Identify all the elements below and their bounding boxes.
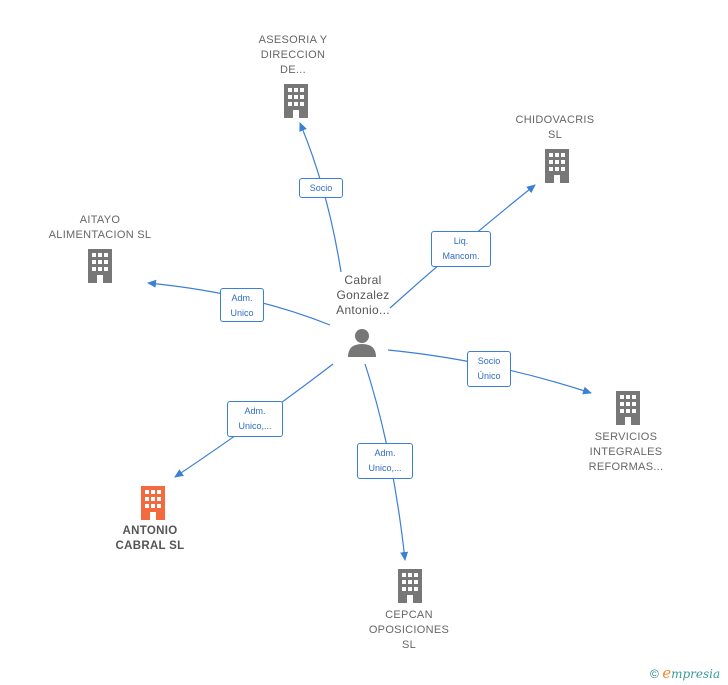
center-person-name[interactable]: Cabral Gonzalez Antonio...	[336, 273, 390, 317]
company-name-servicios[interactable]: SERVICIOS INTEGRALES REFORMAS...	[588, 431, 664, 473]
building-icon[interactable]	[282, 84, 310, 118]
person-icon[interactable]	[346, 328, 378, 358]
relation-label-antonio: Adm. Unico,...	[227, 401, 283, 437]
relation-label-chidovacris: Liq. Mancom.	[431, 231, 491, 267]
building-icon[interactable]	[86, 249, 114, 283]
brand-initial: e	[662, 664, 672, 682]
building-icon[interactable]	[543, 149, 571, 183]
relation-label-servicios: Socio Único	[467, 351, 511, 387]
building-icon[interactable]	[139, 486, 167, 520]
company-name-cepcan[interactable]: CEPCAN OPOSICIONES SL	[368, 609, 450, 651]
building-icon[interactable]	[614, 391, 642, 425]
brand-rest: mpresia	[671, 667, 721, 681]
company-name-asesoria[interactable]: ASESORIA Y DIRECCION DE...	[258, 34, 328, 76]
relation-label-aitayo: Adm. Unico	[220, 288, 264, 322]
relation-label-asesoria: Socio	[299, 178, 343, 198]
company-name-chidovacris[interactable]: CHIDOVACRIS SL	[515, 114, 595, 141]
company-name-aitayo[interactable]: AITAYO ALIMENTACION SL	[48, 214, 152, 241]
brand-watermark: © empresia	[650, 664, 720, 682]
copyright-icon: ©	[650, 667, 659, 681]
building-icon[interactable]	[396, 569, 424, 603]
company-name-antonio[interactable]: ANTONIO CABRAL SL	[115, 525, 185, 552]
relation-label-cepcan: Adm. Unico,...	[357, 443, 413, 479]
